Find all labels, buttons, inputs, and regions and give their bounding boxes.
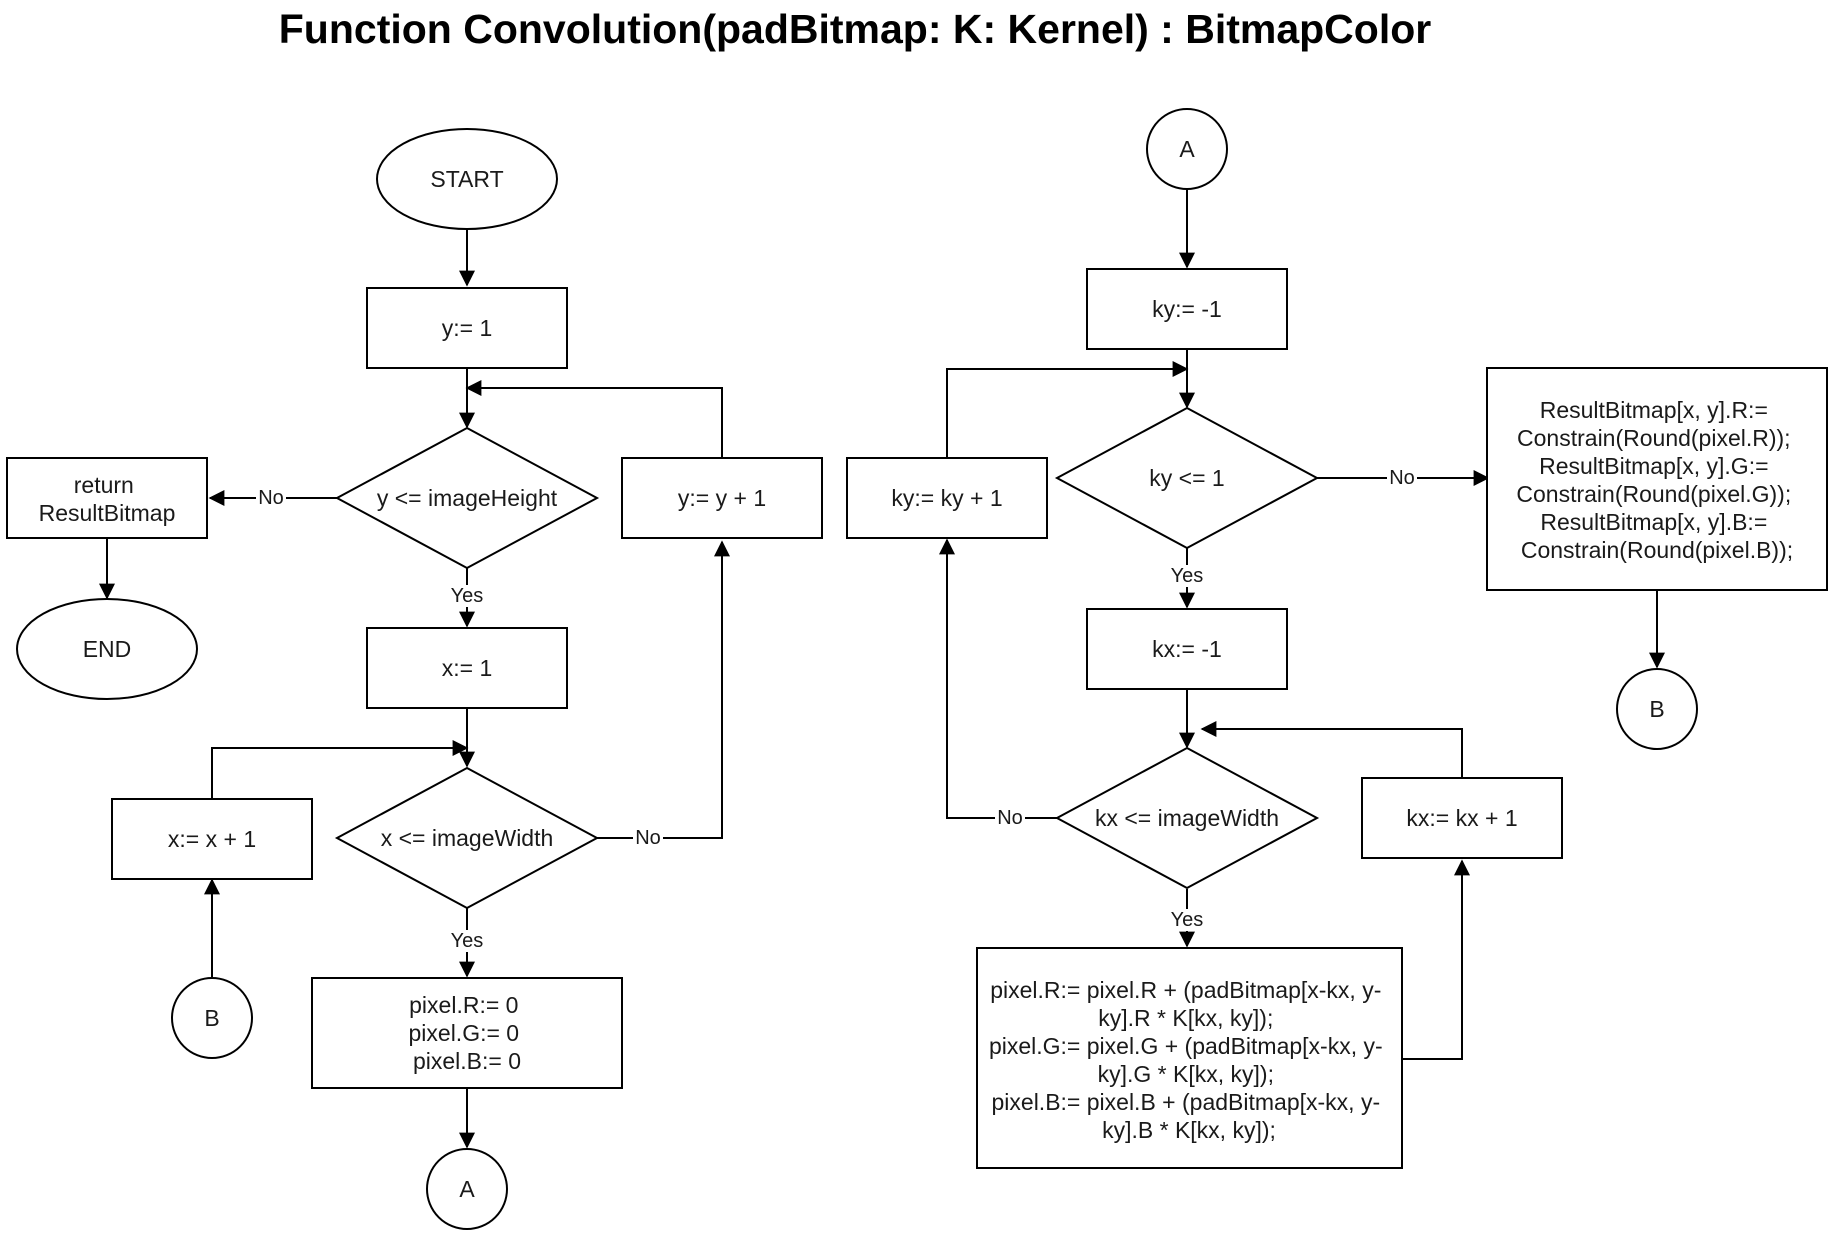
accumulate-line-1: pixel.R:= pixel.R + (padBitmap[x-kx, y- [990, 977, 1381, 1003]
connector-b-out-label: B [1649, 696, 1664, 722]
start-terminal: START [376, 128, 558, 230]
connector-a-out-label: A [459, 1176, 475, 1202]
return-label-line-2: ResultBitmap [39, 500, 176, 526]
result-assign-line-5: ResultBitmap[x, y].B:= [1540, 509, 1767, 535]
y-init-process: y:= 1 [366, 287, 568, 369]
result-assign-line-6: Constrain(Round(pixel.B)); [1521, 537, 1793, 563]
end-label: END [83, 636, 132, 662]
connector-b-in: B [171, 977, 253, 1059]
edge-x-inc-loop-back [211, 740, 469, 799]
y-inc-process: y:= y + 1 [621, 457, 823, 539]
label-yes-ky-cond: Yes [1171, 565, 1204, 587]
pixel-init-line-1: pixel.R:= 0 [409, 992, 518, 1018]
label-no-y-cond: No [258, 487, 284, 509]
ky-init-label: ky:= -1 [1152, 296, 1222, 322]
svg-text:pixel.R:= 0 pixel.G:=: pixel.R:= 0 pixel.G:= 0 pixel.B:= 0 [409, 992, 526, 1074]
kx-init-process: kx:= -1 [1086, 608, 1288, 690]
result-assign-line-4: Constrain(Round(pixel.G)); [1516, 481, 1791, 507]
y-cond-label: y <= imageHeight [377, 485, 558, 511]
connector-a-out: A [426, 1148, 508, 1230]
ky-cond-label: ky <= 1 [1149, 465, 1224, 491]
accumulate-line-3: pixel.G:= pixel.G + (padBitmap[x-kx, y- [989, 1033, 1383, 1059]
kx-init-label: kx:= -1 [1152, 636, 1222, 662]
label-yes-x-cond: Yes [451, 930, 484, 952]
edge-y-inc-loop-back [465, 380, 723, 458]
start-label: START [430, 166, 503, 192]
x-cond-decision: x <= imageWidth [334, 766, 600, 910]
result-assign-line-2: Constrain(Round(pixel.R)); [1517, 425, 1791, 451]
pixel-init-line-3: pixel.B:= 0 [413, 1048, 521, 1074]
kx-cond-label: kx <= imageWidth [1095, 805, 1279, 831]
ky-cond-decision: ky <= 1 [1054, 406, 1320, 550]
result-assign-process: ResultBitmap[x, y].R:= Constrain(Round(p… [1486, 367, 1828, 591]
edge-ky-inc-loop-back [946, 361, 1189, 458]
label-yes-kx-cond: Yes [1171, 909, 1204, 931]
edge-x-cond-no-to-y-inc [597, 540, 730, 839]
label-no-x-cond: No [635, 827, 661, 849]
label-yes-y-cond: Yes [451, 585, 484, 607]
connector-b-out: B [1616, 668, 1698, 750]
edge-kx-inc-loop-back [1200, 721, 1463, 778]
ky-inc-label: ky:= ky + 1 [891, 485, 1002, 511]
pixel-init-process: pixel.R:= 0 pixel.G:= 0 pixel.B:= 0 [311, 977, 623, 1089]
return-process: return ResultBitmap [6, 457, 208, 539]
accumulate-process: pixel.R:= pixel.R + (padBitmap[x-kx, y- … [976, 947, 1403, 1169]
end-terminal: END [16, 598, 198, 700]
connector-b-in-label: B [204, 1005, 219, 1031]
x-cond-label: x <= imageWidth [381, 825, 554, 851]
accumulate-line-2: ky].R * K[kx, ky]); [1098, 1005, 1273, 1031]
ky-inc-process: ky:= ky + 1 [846, 457, 1048, 539]
x-init-label: x:= 1 [442, 655, 493, 681]
result-assign-line-1: ResultBitmap[x, y].R:= [1540, 397, 1768, 423]
kx-inc-label: kx:= kx + 1 [1406, 805, 1517, 831]
connector-a-in: A [1146, 108, 1228, 190]
label-no-ky-cond: No [1389, 467, 1415, 489]
svg-text:pixel.R:= pixel.R + (padBitmap: pixel.R:= pixel.R + (padBitmap[x-kx, y- … [989, 977, 1389, 1143]
accumulate-line-5: pixel.B:= pixel.B + (padBitmap[x-kx, y- [992, 1089, 1381, 1115]
edge-kx-cond-no-to-ky-inc [939, 538, 1057, 819]
ky-init-process: ky:= -1 [1086, 268, 1288, 350]
svg-text:ResultBitmap[x, y].R:=: ResultBitmap[x, y].R:= Constrain(Round(p… [1516, 397, 1797, 563]
accumulate-line-4: ky].G * K[kx, ky]); [1098, 1061, 1274, 1087]
label-no-kx-cond: No [997, 807, 1023, 829]
x-init-process: x:= 1 [366, 627, 568, 709]
x-inc-label: x:= x + 1 [168, 826, 256, 852]
accumulate-line-6: ky].B * K[kx, ky]); [1102, 1117, 1276, 1143]
pixel-init-line-2: pixel.G:= 0 [409, 1020, 520, 1046]
edge-accumulate-to-kx-inc [1402, 859, 1470, 1060]
kx-cond-decision: kx <= imageWidth [1054, 746, 1320, 890]
edge-labels: No Yes No Yes No Yes No Yes [256, 467, 1417, 952]
y-inc-label: y:= y + 1 [678, 485, 766, 511]
diagram-title: Function Convolution(padBitmap: K: Kerne… [278, 6, 1432, 52]
connector-a-in-label: A [1179, 136, 1195, 162]
kx-inc-process: kx:= kx + 1 [1361, 777, 1563, 859]
x-inc-process: x:= x + 1 [111, 798, 313, 880]
result-assign-line-3: ResultBitmap[x, y].G:= [1539, 453, 1768, 479]
return-label-line-1: return [74, 472, 134, 498]
y-cond-decision: y <= imageHeight [334, 426, 600, 570]
svg-text:return ResultBitmap: return ResultBitmap [39, 472, 176, 526]
edges-right [939, 190, 1665, 1060]
y-init-label: y:= 1 [442, 315, 493, 341]
